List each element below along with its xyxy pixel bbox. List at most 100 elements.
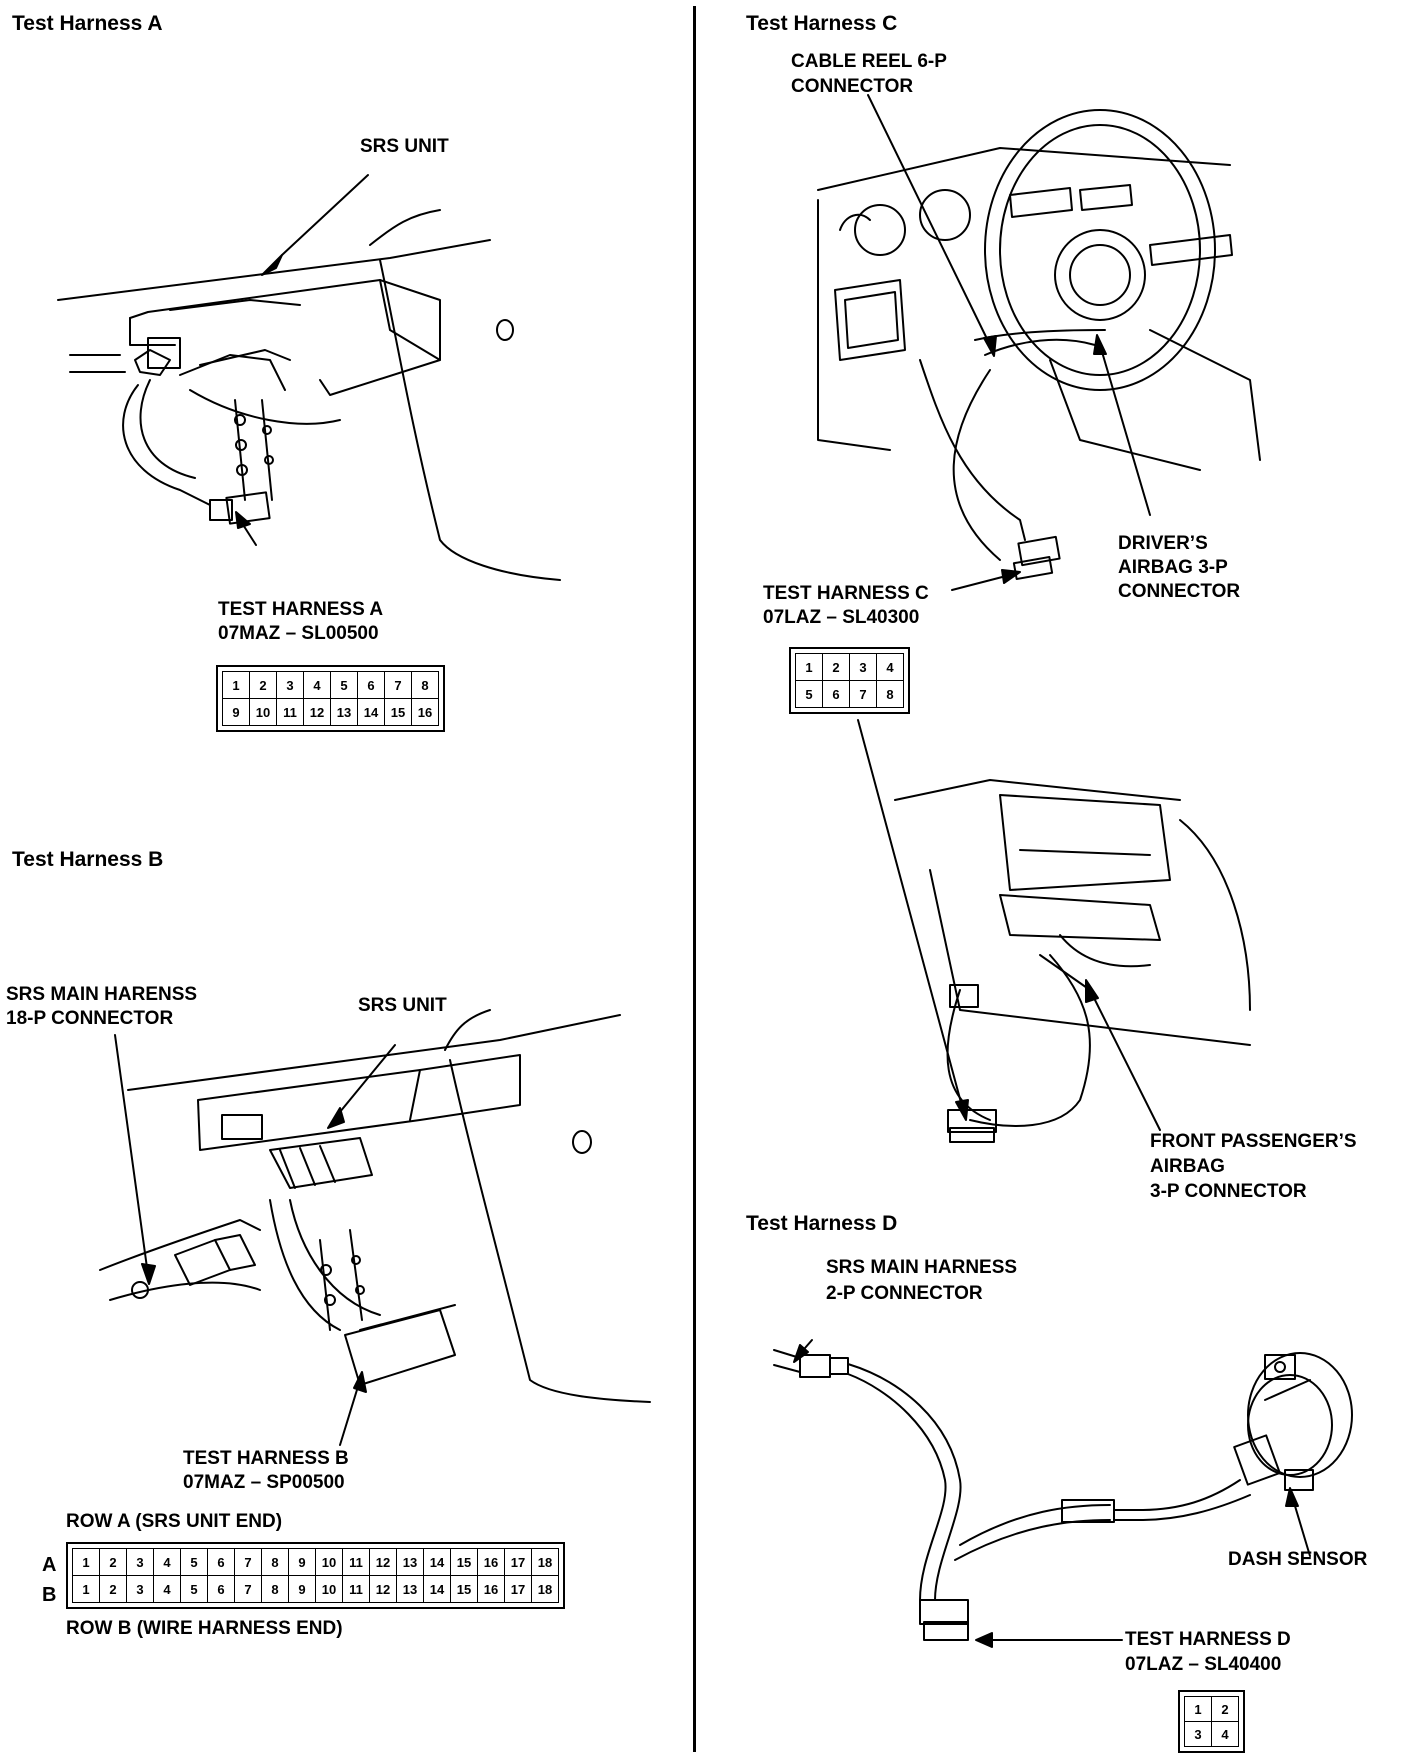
pin-cell: 16	[477, 1548, 505, 1576]
pin-cell: 4	[876, 653, 904, 681]
pin-cell: 15	[384, 698, 412, 726]
pin-cell: 17	[504, 1575, 532, 1603]
pin-cell: 6	[357, 671, 385, 699]
pin-cell: 12	[369, 1575, 397, 1603]
pin-cell: 1	[222, 671, 250, 699]
pin-cell: 12	[369, 1548, 397, 1576]
harness-d-title: Test Harness D	[746, 1212, 898, 1235]
pin-cell: 11	[342, 1548, 370, 1576]
harness-a-pin-diagram: 1 2 3 4 5 6 7 8 9 10 11 12 13 14 15 16	[216, 665, 445, 732]
harness-b-row-b-caption: ROW B (WIRE HARNESS END)	[66, 1618, 343, 1639]
harness-b-main-harness-label: SRS MAIN HARENSS	[6, 984, 198, 1005]
pin-cell: 13	[330, 698, 358, 726]
harness-c-drivers-airbag: AIRBAG 3-P	[1118, 557, 1228, 578]
pin-cell: 4	[303, 671, 331, 699]
pin-cell: 12	[303, 698, 331, 726]
pin-cell: 3	[1184, 1721, 1212, 1747]
pin-cell: 5	[180, 1548, 208, 1576]
harness-b-test-harness-label: TEST HARNESS B	[183, 1448, 349, 1469]
pin-cell: 5	[180, 1575, 208, 1603]
pin-cell: 9	[288, 1575, 316, 1603]
pin-cell: 17	[504, 1548, 532, 1576]
pin-cell: 7	[234, 1575, 262, 1603]
harness-a-title: Test Harness A	[12, 12, 163, 35]
pin-cell: 2	[99, 1548, 127, 1576]
pin-cell: 8	[411, 671, 439, 699]
pin-cell: 1	[72, 1548, 100, 1576]
harness-a-test-harness-label: TEST HARNESS A	[218, 599, 384, 620]
harness-a-srs-unit-label: SRS UNIT	[360, 136, 449, 157]
pin-cell: 10	[315, 1548, 343, 1576]
pin-cell: 5	[330, 671, 358, 699]
harness-d-illustration	[773, 1339, 1353, 1648]
row-a-letter: A	[42, 1554, 57, 1576]
pin-cell: 16	[411, 698, 439, 726]
pin-cell: 3	[849, 653, 877, 681]
pin-cell: 8	[876, 680, 904, 708]
pin-cell: 4	[1211, 1721, 1239, 1747]
pin-cell: 7	[234, 1548, 262, 1576]
pin-cell: 14	[357, 698, 385, 726]
harness-c-test-harness-label: TEST HARNESS C	[763, 583, 929, 604]
pin-cell: 11	[342, 1575, 370, 1603]
harness-c-drivers-label: DRIVER’S	[1118, 533, 1208, 554]
pin-cell: 13	[396, 1548, 424, 1576]
harness-c-passenger-label: FRONT PASSENGER’S	[1150, 1131, 1357, 1152]
harness-d-main-harness-connector: 2-P CONNECTOR	[826, 1283, 983, 1304]
harness-d-main-harness-label: SRS MAIN HARNESS	[826, 1257, 1018, 1278]
pin-cell: 10	[249, 698, 277, 726]
harness-d-dash-sensor-label: DASH SENSOR	[1228, 1549, 1368, 1570]
harness-d-test-harness-label: TEST HARNESS D	[1125, 1629, 1291, 1650]
pin-cell: 3	[126, 1548, 154, 1576]
pin-cell: 7	[849, 680, 877, 708]
harness-c-pin-diagram: 1 2 3 4 5 6 7 8	[789, 647, 910, 714]
pin-cell: 15	[450, 1548, 478, 1576]
passenger-airbag-illustration	[857, 719, 1251, 1143]
harness-b-srs-unit-label: SRS UNIT	[358, 995, 447, 1016]
pin-cell: 18	[531, 1548, 559, 1576]
pin-cell: 3	[126, 1575, 154, 1603]
pin-cell: 6	[207, 1575, 235, 1603]
pin-cell: 7	[384, 671, 412, 699]
pin-cell: 13	[396, 1575, 424, 1603]
harness-c-illustration	[817, 94, 1261, 591]
harness-b-main-harness-connector: 18-P CONNECTOR	[6, 1008, 174, 1029]
row-b-letter: B	[42, 1584, 57, 1606]
harness-d-pin-diagram: 1 2 3 4	[1178, 1690, 1245, 1753]
pin-cell: 9	[222, 698, 250, 726]
pin-cell: 9	[288, 1548, 316, 1576]
harness-a-illustration	[57, 174, 561, 581]
column-divider	[693, 6, 696, 1752]
pin-cell: 14	[423, 1548, 451, 1576]
pin-cell: 2	[99, 1575, 127, 1603]
pin-cell: 10	[315, 1575, 343, 1603]
pin-cell: 18	[531, 1575, 559, 1603]
pin-cell: 1	[1184, 1696, 1212, 1722]
harness-d-part-number: 07LAZ – SL40400	[1125, 1654, 1282, 1675]
harness-c-cable-reel-connector: CONNECTOR	[791, 76, 914, 97]
pin-cell: 1	[795, 653, 823, 681]
harness-b-row-a-caption: ROW A (SRS UNIT END)	[66, 1511, 283, 1532]
pin-cell: 2	[249, 671, 277, 699]
pin-cell: 14	[423, 1575, 451, 1603]
pin-cell: 8	[261, 1575, 289, 1603]
harness-c-cable-reel-label: CABLE REEL 6-P	[791, 51, 947, 72]
harness-c-passenger-airbag: AIRBAG	[1150, 1156, 1225, 1177]
pin-cell: 15	[450, 1575, 478, 1603]
harness-b-illustration	[99, 1009, 651, 1446]
pin-cell: 2	[822, 653, 850, 681]
harness-c-title: Test Harness C	[746, 12, 898, 35]
pin-cell: 6	[822, 680, 850, 708]
pin-cell: 5	[795, 680, 823, 708]
harness-b-title: Test Harness B	[12, 848, 164, 871]
pin-cell: 8	[261, 1548, 289, 1576]
pin-cell: 4	[153, 1548, 181, 1576]
pin-cell: 1	[72, 1575, 100, 1603]
pin-cell: 16	[477, 1575, 505, 1603]
pin-cell: 4	[153, 1575, 181, 1603]
pin-cell: 11	[276, 698, 304, 726]
pin-cell: 6	[207, 1548, 235, 1576]
pin-cell: 3	[276, 671, 304, 699]
